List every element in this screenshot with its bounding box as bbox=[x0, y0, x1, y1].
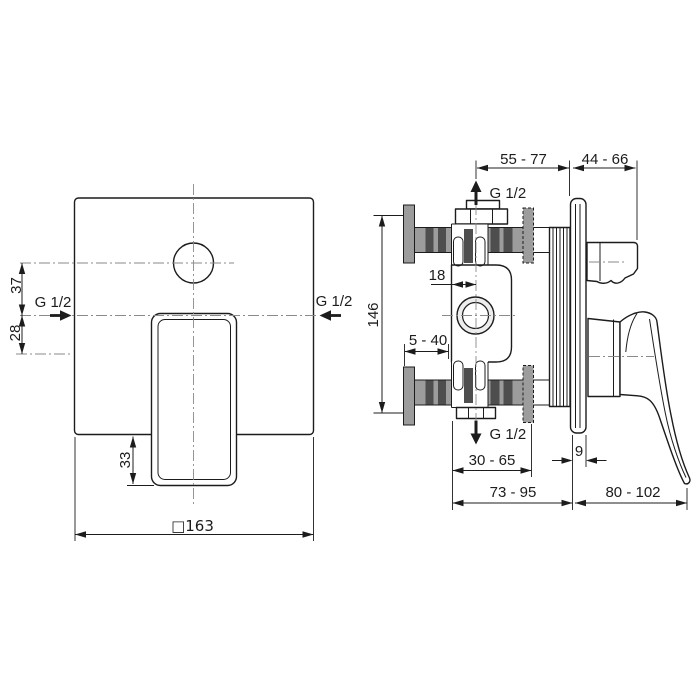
side-view-dimensions: 55 - 77 44 - 66 G 1/2 146 18 5 - 40 bbox=[365, 151, 688, 510]
dim-18-label: 18 bbox=[429, 267, 446, 284]
port-top-label: G 1/2 bbox=[490, 185, 527, 202]
outlet-arrow-top bbox=[470, 180, 482, 192]
dim-30-65-label: 30 - 65 bbox=[469, 452, 516, 469]
dim-163-label: □163 bbox=[171, 517, 214, 535]
diverter-knob bbox=[586, 241, 639, 284]
port-bottom-label: G 1/2 bbox=[490, 426, 527, 443]
inlet-arrow-left bbox=[60, 310, 72, 321]
front-view bbox=[73, 197, 315, 487]
inlet-arrow-right bbox=[319, 310, 331, 321]
handle-hub bbox=[587, 317, 621, 398]
dim-80-102-label: 80 - 102 bbox=[605, 484, 660, 501]
handle-side bbox=[587, 311, 691, 485]
dim-55-77-label: 55 - 77 bbox=[500, 151, 547, 168]
front-handle bbox=[150, 312, 238, 487]
bottom-max-depth-marker bbox=[522, 365, 534, 423]
front-handle-inner bbox=[157, 319, 231, 480]
dim-44-66-label: 44 - 66 bbox=[582, 151, 629, 168]
front-view-dimensions: 37 28 G 1/2 G 1/2 33 □163 bbox=[7, 263, 352, 541]
dim-37-label: 37 bbox=[8, 277, 25, 294]
side-view bbox=[403, 197, 691, 485]
dim-146-label: 146 bbox=[365, 302, 382, 327]
dim-28-label: 28 bbox=[7, 325, 24, 342]
handle-lever bbox=[619, 311, 691, 485]
port-left-label: G 1/2 bbox=[35, 294, 72, 311]
top-max-depth-marker bbox=[522, 207, 534, 264]
top-hex-nut bbox=[454, 208, 509, 225]
valve-body bbox=[450, 199, 513, 420]
center-lines bbox=[16, 184, 654, 505]
dim-33-label: 33 bbox=[117, 452, 134, 469]
outlet-arrow-bottom bbox=[470, 433, 482, 445]
bottom-wall-flange bbox=[403, 366, 415, 426]
threaded-sleeve bbox=[548, 226, 571, 408]
bottom-outlet-pipe bbox=[403, 365, 550, 426]
escutcheon-plate-side bbox=[569, 197, 587, 434]
dim-73-95-label: 73 - 95 bbox=[490, 484, 537, 501]
dim-9-label: 9 bbox=[575, 443, 583, 460]
port-right-label: G 1/2 bbox=[316, 293, 353, 310]
dim-5-40-label: 5 - 40 bbox=[409, 332, 447, 349]
top-wall-flange bbox=[403, 204, 415, 264]
